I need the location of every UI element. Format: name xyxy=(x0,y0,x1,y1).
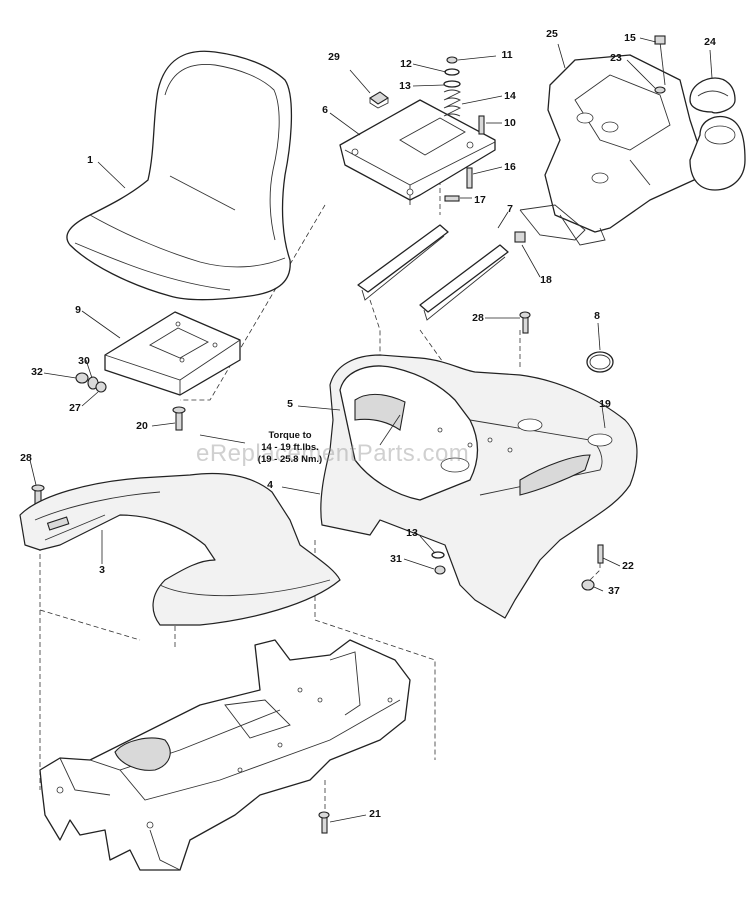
callout-15: 15 xyxy=(624,32,636,44)
torque-specification-note: Torque to 14 - 19 ft.lbs. (19 - 25.8 Nm.… xyxy=(235,430,345,466)
callout-30: 30 xyxy=(78,355,90,367)
callout-16: 16 xyxy=(504,161,516,173)
callout-37: 37 xyxy=(608,585,620,597)
callout-28-right: 28 xyxy=(472,312,484,324)
torque-line-1: Torque to xyxy=(268,430,312,441)
steering-cover xyxy=(519,54,706,246)
watermark-text: eReplacementParts.com xyxy=(196,440,470,467)
callout-20: 20 xyxy=(136,420,148,432)
callout-7: 7 xyxy=(507,203,513,215)
spring-hardware xyxy=(443,56,485,202)
callout-29: 29 xyxy=(328,51,340,63)
callout-28-left: 28 xyxy=(20,452,32,464)
callout-12: 12 xyxy=(400,58,412,70)
seat xyxy=(66,50,293,301)
seat-plate xyxy=(104,311,241,396)
callout-25: 25 xyxy=(546,28,558,40)
fuel-cap xyxy=(689,77,746,191)
seat-rails xyxy=(357,224,526,321)
callout-9: 9 xyxy=(75,304,81,316)
frame xyxy=(39,639,411,871)
callout-27: 27 xyxy=(69,402,81,414)
fastener-group-right xyxy=(31,311,604,591)
callout-13-upper: 13 xyxy=(399,80,411,92)
callout-22: 22 xyxy=(622,560,634,572)
small-clip xyxy=(369,91,389,109)
floor-pan xyxy=(19,472,341,626)
callout-13-lower: 13 xyxy=(406,527,418,539)
callout-6: 6 xyxy=(322,104,328,116)
o-ring xyxy=(586,351,614,373)
callout-18: 18 xyxy=(540,274,552,286)
callout-5: 5 xyxy=(287,398,293,410)
callout-24: 24 xyxy=(704,36,716,48)
callout-1: 1 xyxy=(87,154,93,166)
torque-line-3: (19 - 25.8 Nm.) xyxy=(257,454,323,465)
leader-lines xyxy=(29,37,713,823)
callout-23: 23 xyxy=(610,52,622,64)
callout-32: 32 xyxy=(31,366,43,378)
callout-19: 19 xyxy=(599,398,611,410)
seat-bracket xyxy=(339,99,496,205)
callout-11: 11 xyxy=(501,49,513,61)
fastener-group-left xyxy=(75,372,186,431)
callout-4: 4 xyxy=(267,479,273,491)
callout-8: 8 xyxy=(594,310,600,322)
callout-17: 17 xyxy=(474,194,486,206)
fender xyxy=(320,354,638,619)
rod-and-washer xyxy=(654,35,666,94)
callout-31: 31 xyxy=(390,553,402,565)
callout-21: 21 xyxy=(369,808,381,820)
callout-10: 10 xyxy=(504,117,516,129)
callout-14: 14 xyxy=(504,90,516,102)
torque-line-2: 14 - 19 ft.lbs. xyxy=(261,442,319,453)
callout-3: 3 xyxy=(99,564,105,576)
